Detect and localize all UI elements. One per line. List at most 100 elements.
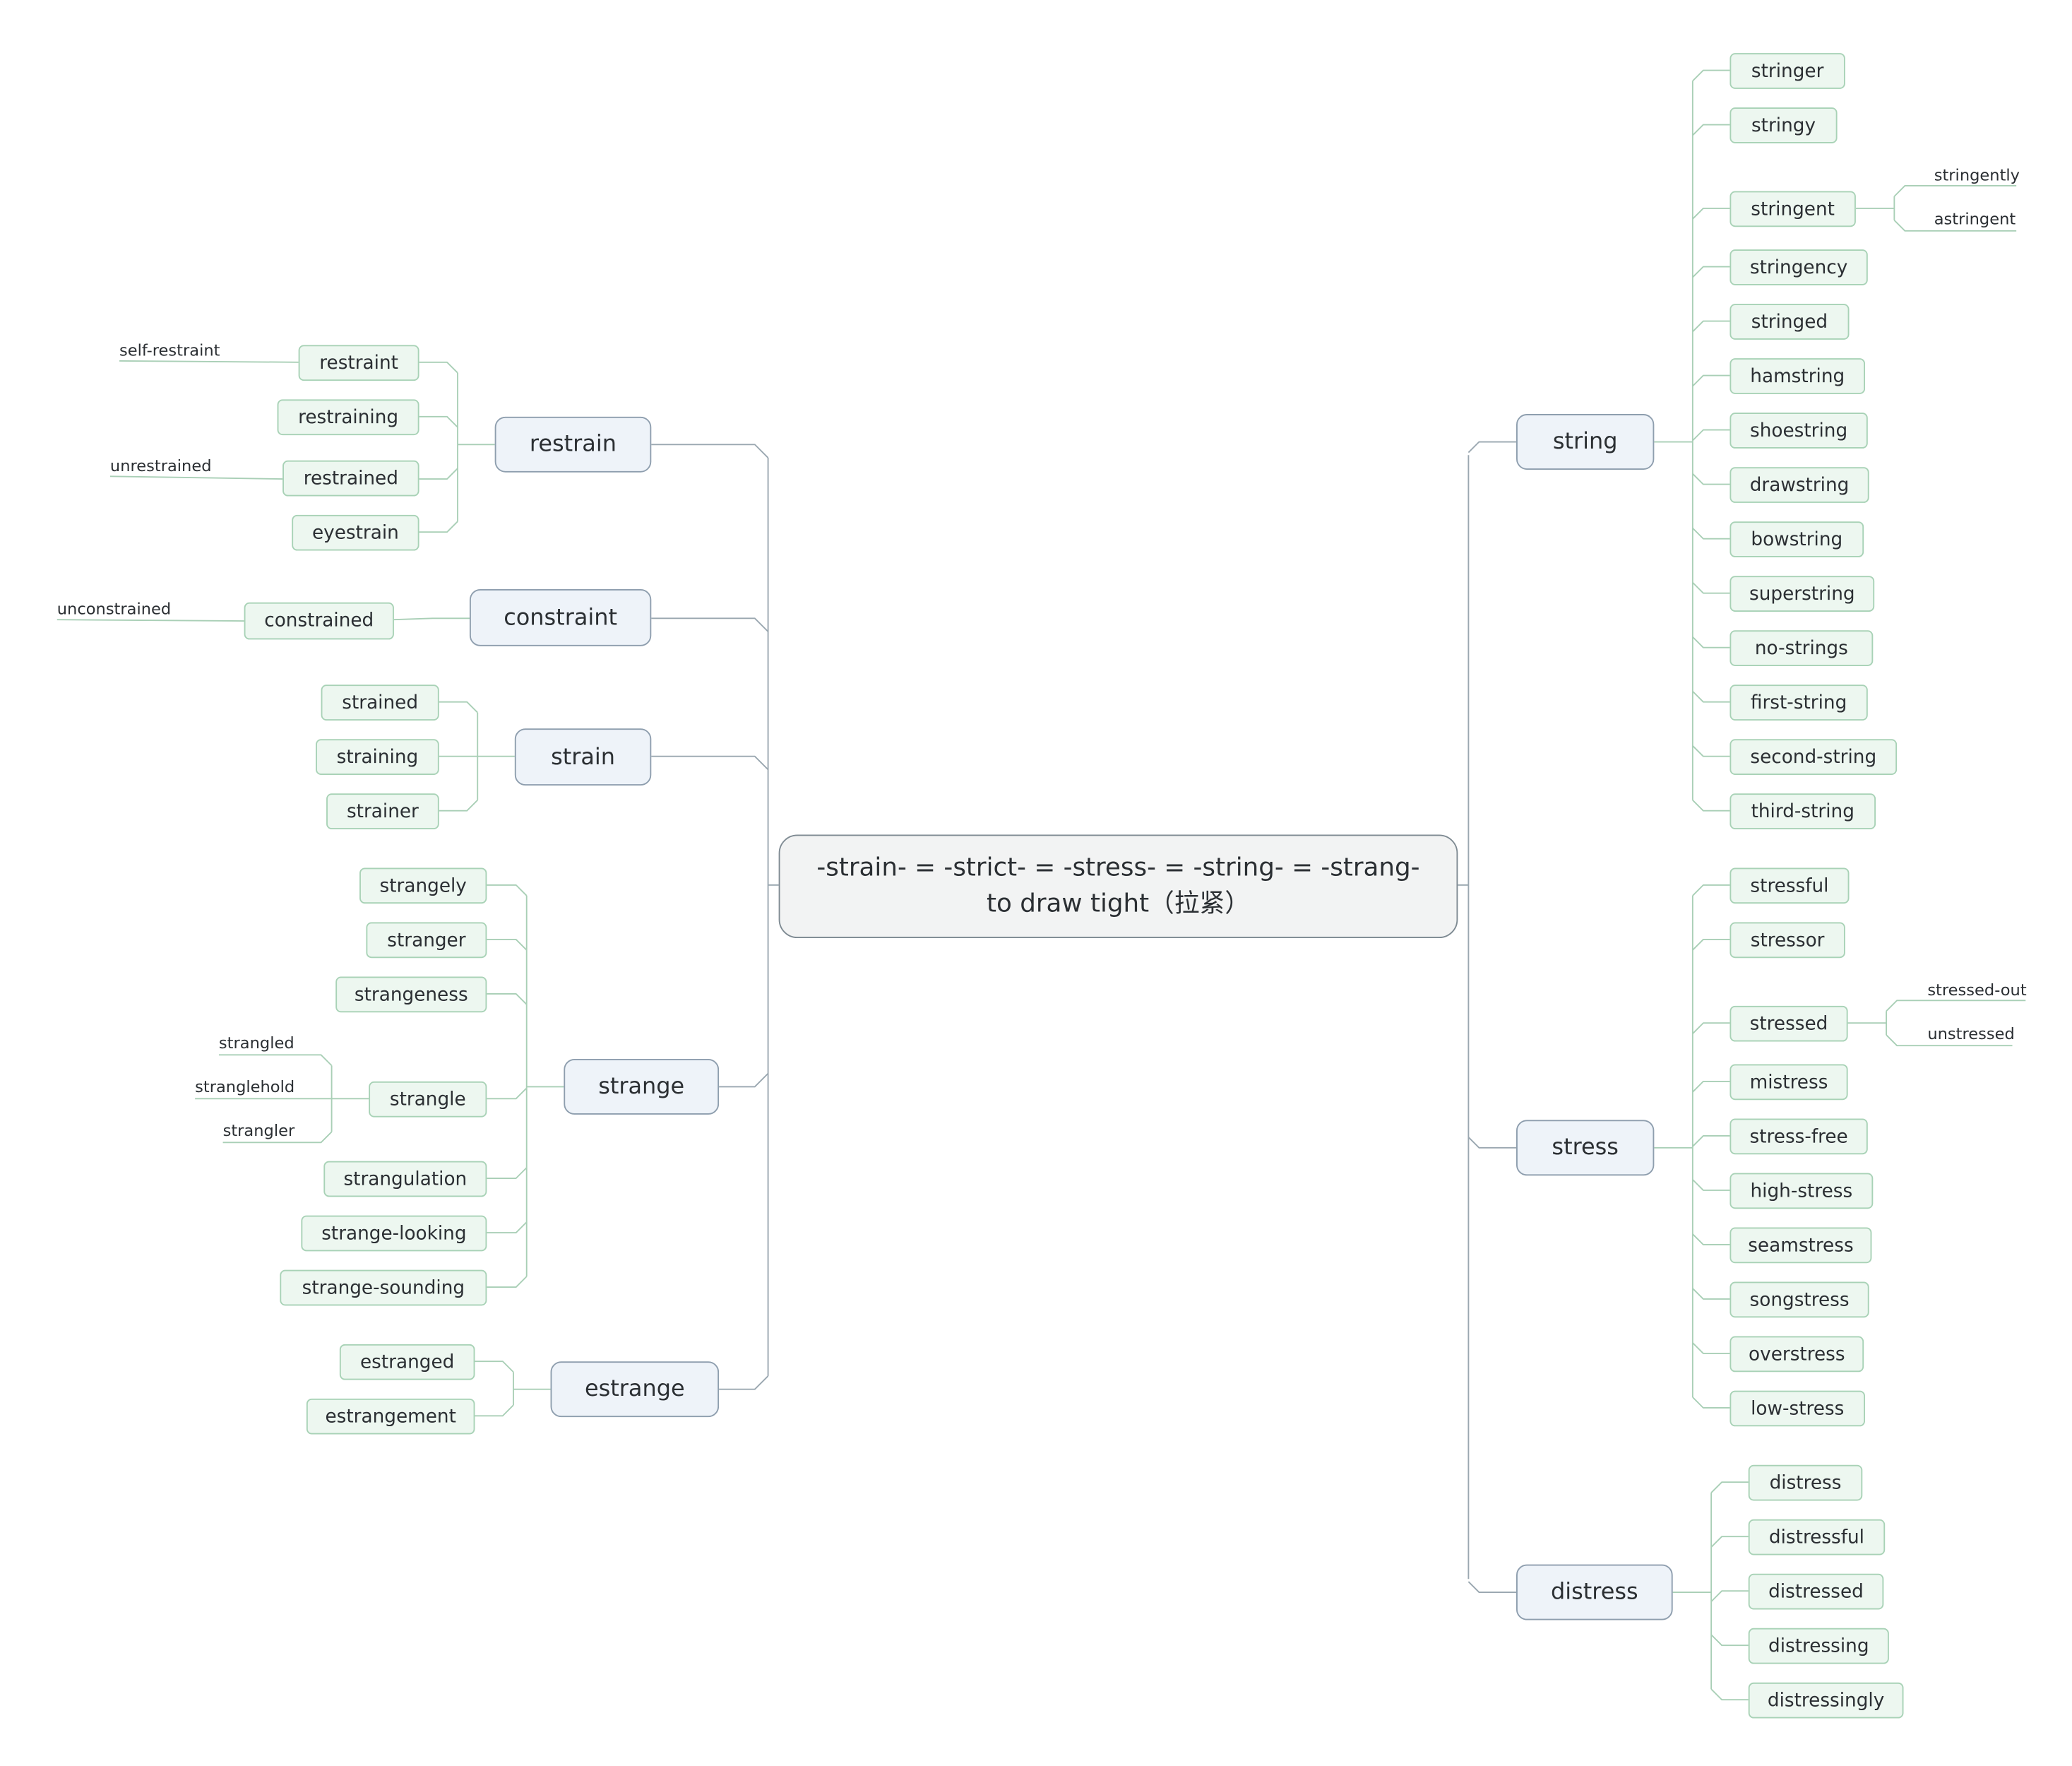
subtopic-second-string[interactable]: second-string <box>1729 739 1898 775</box>
topic-distress[interactable]: distress <box>1516 1564 1673 1620</box>
subtopic-overstress[interactable]: overstress <box>1729 1336 1864 1373</box>
subtopic-shoestring[interactable]: shoestring <box>1729 413 1868 449</box>
connector-line <box>719 1072 769 1088</box>
topic-constraint[interactable]: constraint <box>469 589 652 646</box>
subtopic-strangely[interactable]: strangely <box>359 867 487 904</box>
subtopic-stringency[interactable]: stringency <box>1729 249 1868 285</box>
subtopic-distressing[interactable]: distressing <box>1748 1628 1889 1664</box>
subtopic-eyestrain[interactable]: eyestrain <box>292 514 419 551</box>
subtopic-strangle[interactable]: strangle <box>369 1081 487 1118</box>
connector-line <box>1710 1634 1749 1647</box>
connector-line <box>393 617 470 621</box>
leaf-stranglehold[interactable]: stranglehold <box>195 1077 295 1096</box>
leaf-unrestrained[interactable]: unrestrained <box>109 456 212 475</box>
leaf-strangler[interactable]: strangler <box>222 1121 295 1140</box>
topic-string[interactable]: string <box>1516 414 1655 470</box>
leaf-strangled[interactable]: strangled <box>218 1033 294 1053</box>
topic-stress[interactable]: stress <box>1516 1120 1655 1176</box>
connector-line <box>487 1167 528 1179</box>
connector-line <box>487 992 528 1005</box>
connector-line <box>1692 473 1730 485</box>
subtopic-distress[interactable]: distress <box>1748 1464 1863 1501</box>
subtopic-strainer[interactable]: strainer <box>326 793 439 829</box>
connector-line <box>651 617 769 632</box>
connector-line <box>1692 1179 1730 1191</box>
leaf-stressed-out[interactable]: stressed-out <box>1927 980 2027 1000</box>
subtopic-high-stress[interactable]: high-stress <box>1729 1173 1874 1209</box>
subtopic-stringer[interactable]: stringer <box>1729 53 1845 89</box>
subtopic-stressed[interactable]: stressed <box>1729 1005 1848 1042</box>
subtopic-stressful[interactable]: stressful <box>1729 867 1850 904</box>
central-topic[interactable]: -strain- = -strict- = -stress- = -string… <box>778 834 1458 939</box>
subtopic-stringy[interactable]: stringy <box>1729 107 1838 143</box>
connector-line <box>651 755 769 771</box>
connector-line <box>487 938 528 951</box>
connector-line <box>439 800 478 812</box>
subtopic-distressingly[interactable]: distressingly <box>1748 1682 1904 1719</box>
subtopic-distressful[interactable]: distressful <box>1748 1519 1886 1555</box>
subtopic-stress-free[interactable]: stress-free <box>1729 1118 1868 1155</box>
subtopic-seamstress[interactable]: seamstress <box>1729 1227 1872 1264</box>
topic-estrange[interactable]: estrange <box>550 1361 720 1418</box>
connector-line <box>1692 1288 1730 1300</box>
connector-line <box>419 468 458 480</box>
connector-line <box>1692 884 1730 896</box>
subtopic-distressed[interactable]: distressed <box>1748 1573 1884 1610</box>
subtopic-hamstring[interactable]: hamstring <box>1729 358 1866 394</box>
subtopic-third-string[interactable]: third-string <box>1729 793 1876 829</box>
connector-line <box>487 1221 528 1233</box>
connector-line <box>1886 1000 2026 1012</box>
subtopic-strange-looking[interactable]: strange-looking <box>301 1215 487 1252</box>
subtopic-strange-sounding[interactable]: strange-sounding <box>280 1269 487 1306</box>
leaf-unconstrained[interactable]: unconstrained <box>56 600 172 619</box>
subtopic-stringent[interactable]: stringent <box>1729 191 1856 227</box>
connector-line <box>1467 1581 1517 1594</box>
connector-line <box>1886 1034 2013 1047</box>
subtopic-constrained[interactable]: constrained <box>244 602 394 640</box>
connector-line <box>1467 441 1517 454</box>
subtopic-restraint[interactable]: restraint <box>298 345 419 381</box>
subtopic-restrained[interactable]: restrained <box>282 460 419 497</box>
subtopic-superstring[interactable]: superstring <box>1729 576 1875 612</box>
subtopic-estranged[interactable]: estranged <box>339 1344 475 1380</box>
topic-restrain[interactable]: restrain <box>494 416 652 473</box>
leaf-unstressed[interactable]: unstressed <box>1927 1024 2015 1043</box>
connector-line <box>1692 745 1730 757</box>
connector-line <box>1692 527 1730 540</box>
connector-line <box>1692 1080 1730 1093</box>
subtopic-stranger[interactable]: stranger <box>366 922 487 959</box>
connector-line <box>1467 1137 1517 1149</box>
connector-line <box>1893 220 2017 232</box>
subtopic-first-string[interactable]: first-string <box>1729 685 1868 721</box>
subtopic-mistress[interactable]: mistress <box>1729 1064 1848 1101</box>
leaf-stringently[interactable]: stringently <box>1934 165 2020 185</box>
subtopic-songstress[interactable]: songstress <box>1729 1281 1869 1318</box>
topic-strain[interactable]: strain <box>514 728 652 786</box>
topic-strange[interactable]: strange <box>564 1058 720 1115</box>
subtopic-low-stress[interactable]: low-stress <box>1729 1390 1866 1427</box>
leaf-self-restraint[interactable]: self-restraint <box>119 340 220 360</box>
connector-line <box>56 619 244 622</box>
connector-line <box>222 1131 333 1144</box>
subtopic-stressor[interactable]: stressor <box>1729 922 1845 959</box>
connector-line <box>719 1375 769 1390</box>
subtopic-strangeness[interactable]: strangeness <box>335 976 487 1013</box>
connector-line <box>1692 1342 1730 1354</box>
subtopic-stringed[interactable]: stringed <box>1729 304 1850 340</box>
connector-line <box>1692 938 1730 951</box>
subtopic-strained[interactable]: strained <box>321 685 439 721</box>
subtopic-strangulation[interactable]: strangulation <box>323 1161 487 1197</box>
connector-line <box>1710 1481 1749 1493</box>
connector-line <box>1692 800 1730 812</box>
connector-line <box>1710 1536 1749 1548</box>
subtopic-estrangement[interactable]: estrangement <box>306 1398 475 1435</box>
subtopic-restraining[interactable]: restraining <box>277 399 419 436</box>
subtopic-drawstring[interactable]: drawstring <box>1729 467 1869 503</box>
subtopic-bowstring[interactable]: bowstring <box>1729 521 1864 557</box>
subtopic-no-strings[interactable]: no-strings <box>1729 630 1874 666</box>
leaf-astringent[interactable]: astringent <box>1934 209 2016 229</box>
subtopic-straining[interactable]: straining <box>316 739 439 775</box>
connector-line <box>1692 207 1730 220</box>
